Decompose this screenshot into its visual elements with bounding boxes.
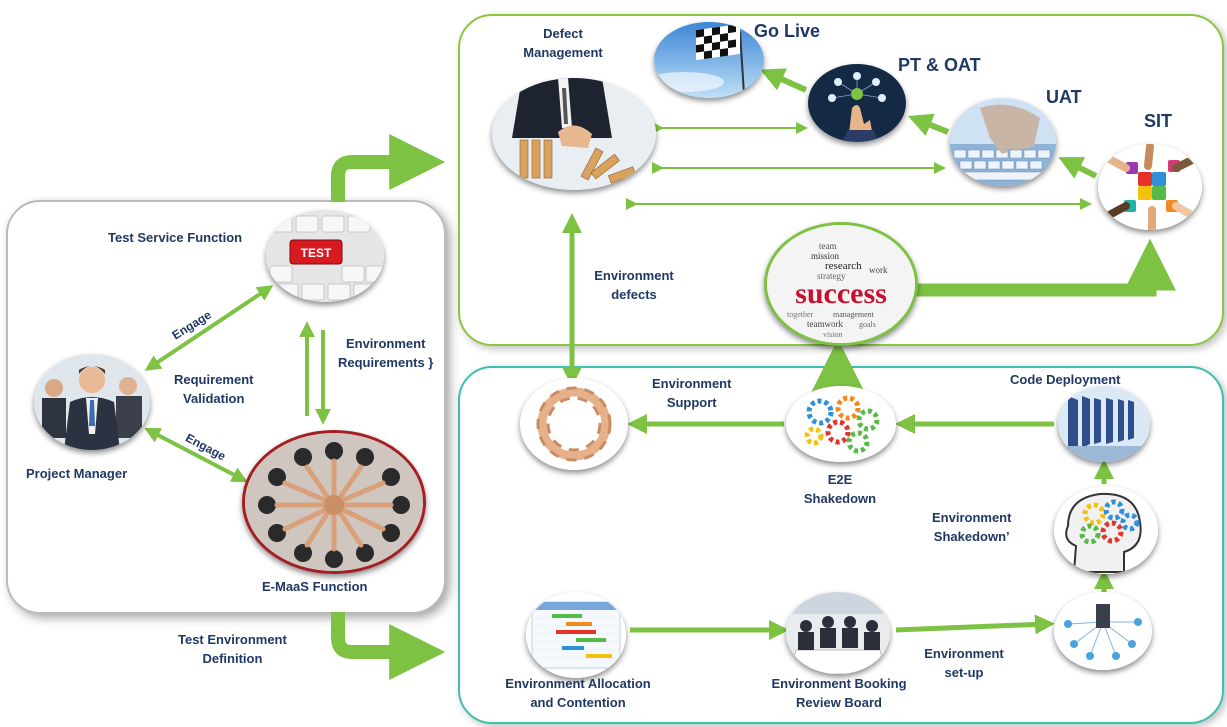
test-key-text: TEST <box>301 246 332 260</box>
arrow-engage-upper <box>144 285 274 371</box>
arrow-success-to-sit <box>906 238 1176 297</box>
network-nodes-icon <box>1054 592 1152 670</box>
environment-defects-label: Environment defects <box>594 268 674 302</box>
project-manager-label: Project Manager <box>26 466 128 481</box>
business-team-icon <box>34 354 150 450</box>
cloud-word-5: work <box>869 265 888 275</box>
cloud-word-4: strategy <box>817 271 846 281</box>
hands-circle-icon <box>520 378 628 470</box>
uat-label: UAT <box>1046 87 1082 107</box>
pt-oat-label: PT & OAT <box>898 55 981 75</box>
meeting-room-icon <box>786 592 890 674</box>
arrow-sit-to-uat <box>1058 157 1098 179</box>
arrow-booking-to-setup <box>895 614 1055 635</box>
environment-shakedown-label: Environment Shakedown’ <box>932 510 1012 544</box>
arrow-uat-to-ptoat <box>907 113 950 137</box>
cloud-word-6: together <box>787 310 814 319</box>
gantt-chart-icon <box>526 592 626 678</box>
test-key-keyboard-icon: TEST <box>266 210 384 302</box>
keyboard-typing-icon <box>950 98 1056 186</box>
defect-management-icon <box>492 78 656 190</box>
cloud-word-3: research <box>825 260 862 272</box>
cloud-word-10: vision <box>823 330 843 339</box>
e2e-shakedown-label: E2E Shakedown <box>803 472 877 506</box>
emaas-function-label: E-MaaS Function <box>262 579 368 594</box>
arrow-to-delivery <box>331 134 446 202</box>
team-huddle-icon <box>242 430 426 574</box>
arrow-ptoat-to-golive <box>760 68 808 93</box>
environment-support-label: Environment Support <box>652 376 732 410</box>
sit-label: SIT <box>1144 111 1173 131</box>
defect-management-label: Defect Management <box>523 26 603 60</box>
environment-requirements-label: Environment Requirements } <box>338 336 434 370</box>
code-deployment-label: Code Deployment <box>1010 372 1121 387</box>
test-environment-definition-label: Test Environment Definition <box>178 632 287 666</box>
environment-setup-label: Environment set-up <box>924 646 1004 680</box>
checkered-flag-icon <box>654 22 764 98</box>
cloud-word-9: goals <box>859 320 876 329</box>
test-service-function-label: Test Service Function <box>108 230 243 245</box>
go-live-label: Go Live <box>754 21 821 41</box>
requirement-validation-label: Requirement Validation <box>174 372 254 406</box>
cloud-word-1: team <box>819 241 837 251</box>
arrow-to-environment <box>331 612 446 680</box>
environment-booking-label: Environment Booking Review Board <box>771 676 907 710</box>
cloud-word-8: teamwork <box>807 319 843 329</box>
gears-icon <box>786 386 896 462</box>
arrow-engage-lower <box>144 427 248 483</box>
puzzle-hands-icon <box>1098 144 1202 230</box>
cloud-word-2: mission <box>811 251 840 261</box>
environment-allocation-label: Environment Allocation and Contention <box>505 676 651 710</box>
success-word: success <box>795 277 887 310</box>
head-gears-icon <box>1054 486 1158 574</box>
cloud-word-7: management <box>833 310 875 319</box>
server-racks-icon <box>1058 386 1150 462</box>
success-word-cloud-icon: team mission research strategy work toge… <box>764 222 918 346</box>
touch-network-icon <box>808 64 906 142</box>
